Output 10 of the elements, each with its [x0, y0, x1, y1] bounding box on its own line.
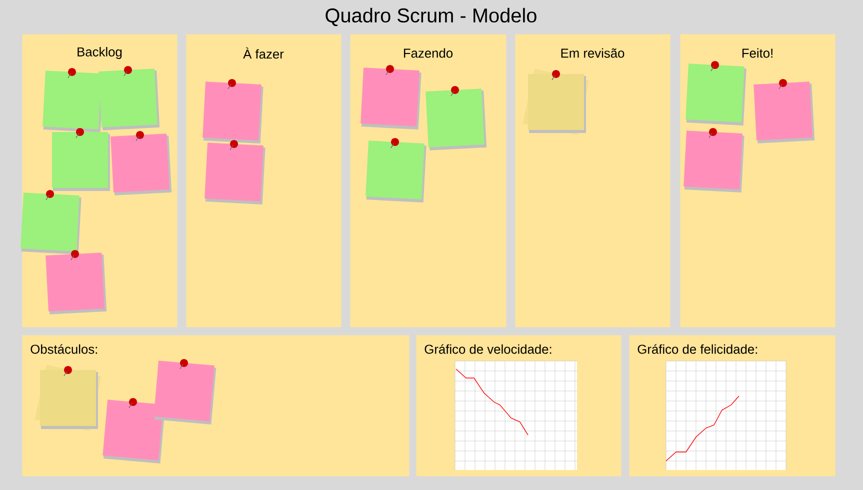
- column-heading: Feito!: [742, 48, 772, 58]
- column-panel: [515, 34, 670, 328]
- column-heading: Backlog: [78, 47, 122, 59]
- column-heading: Fazendo: [404, 48, 453, 58]
- column-heading: À fazer: [243, 47, 284, 59]
- column-heading: Gráfico de velocidade:: [424, 344, 552, 354]
- column-heading: Gráfico de felicidade:: [638, 344, 757, 354]
- column-heading: Obstáculos:: [30, 344, 97, 354]
- board-title: Quadro Scrum - Modelo: [326, 8, 536, 26]
- column-heading: Em revisão: [561, 48, 624, 58]
